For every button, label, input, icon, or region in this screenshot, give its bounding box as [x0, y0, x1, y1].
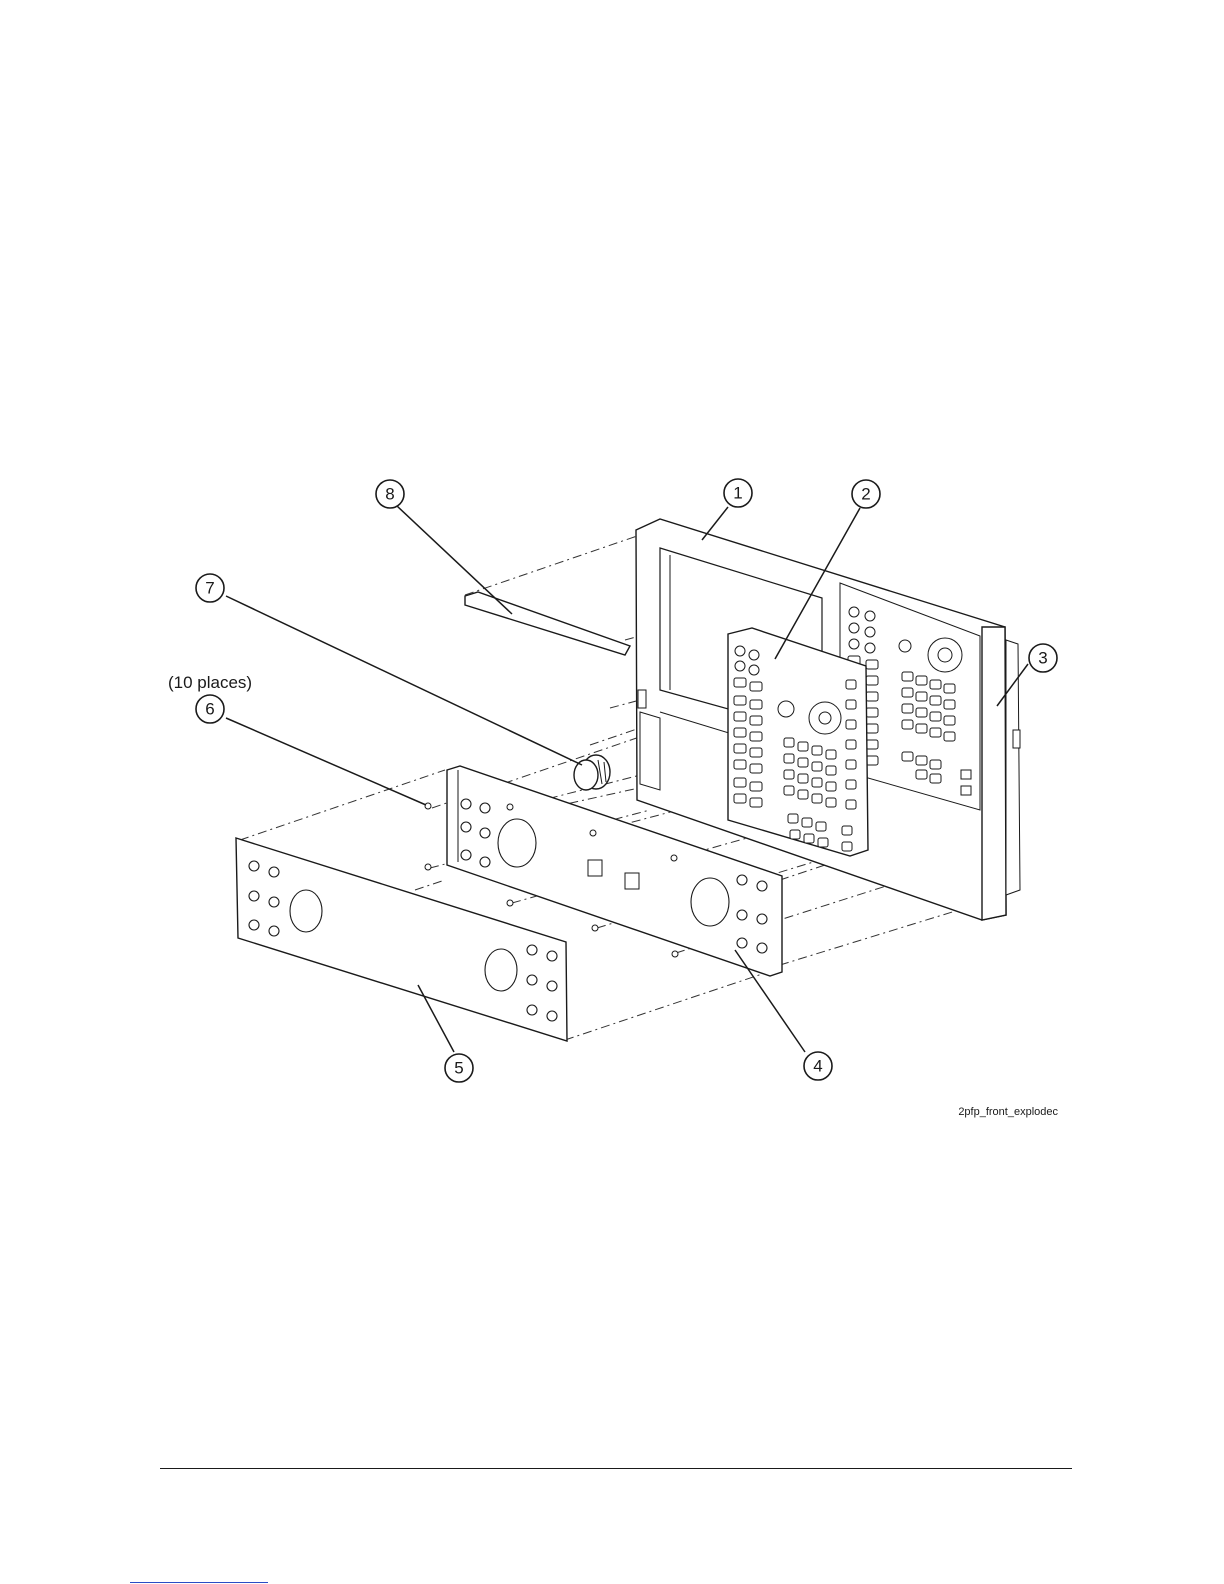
rpg-knob	[574, 755, 610, 790]
callout-3: 3	[1029, 644, 1057, 672]
callout-7: 7	[196, 574, 224, 602]
callout-8: 8	[376, 480, 404, 508]
svg-text:1: 1	[733, 484, 742, 503]
svg-text:6: 6	[205, 700, 214, 719]
callout-2: 2	[852, 480, 880, 508]
footer-link-underline[interactable]	[130, 1582, 268, 1583]
svg-text:7: 7	[205, 579, 214, 598]
display-strip	[465, 592, 630, 655]
svg-text:5: 5	[454, 1059, 463, 1078]
callout-5: 5	[445, 1054, 473, 1082]
svg-text:8: 8	[385, 485, 394, 504]
callout-1: 1	[724, 479, 752, 507]
svg-text:3: 3	[1038, 649, 1047, 668]
svg-text:2: 2	[861, 485, 870, 504]
svg-text:4: 4	[813, 1057, 822, 1076]
keypad-overlay	[728, 628, 868, 856]
figure-id: 2pfp_front_explodec	[958, 1106, 1058, 1118]
quantity-note: (10 places)	[168, 673, 252, 692]
callout-6: 6	[196, 695, 224, 723]
callout-4: 4	[804, 1052, 832, 1080]
footer-rule	[160, 1468, 1072, 1469]
